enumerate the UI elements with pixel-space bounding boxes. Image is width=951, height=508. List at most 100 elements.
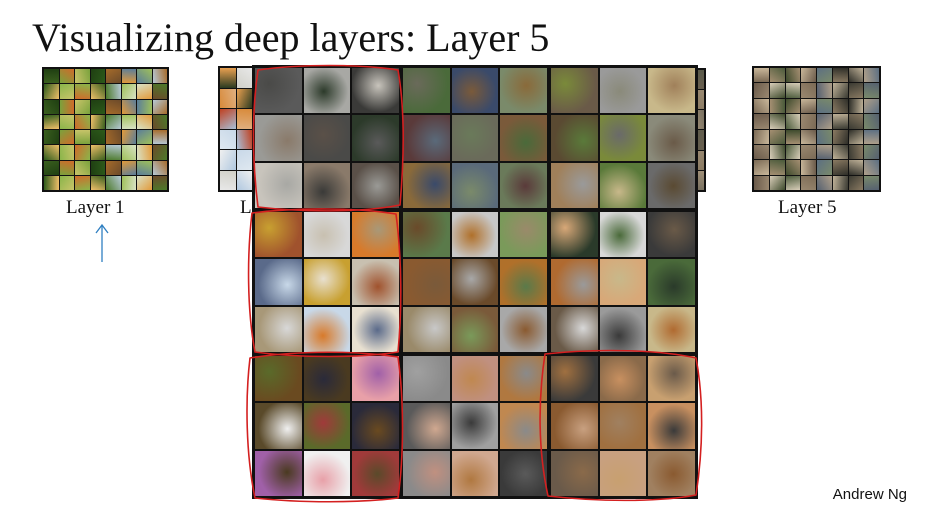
image-patch: [648, 450, 695, 496]
image-patch: [303, 450, 351, 496]
image-patch: [352, 259, 399, 305]
layer5-patch: [864, 83, 879, 98]
layer1-patch: [44, 69, 59, 84]
layer1-patch: [137, 114, 152, 129]
image-patch: [551, 403, 598, 449]
layer5-patch: [817, 114, 832, 129]
layer1-patch: [44, 114, 59, 129]
layer1-patch: [90, 175, 105, 190]
image-patch: [451, 115, 499, 161]
layer5-feature-grid: [752, 66, 881, 192]
hidden-layer-patch: [236, 129, 252, 149]
layer5-patch: [754, 83, 769, 98]
layer1-patch: [106, 175, 121, 190]
image-patch: [255, 306, 302, 352]
layer5-patch: [817, 83, 832, 98]
layer1-patch: [152, 114, 167, 129]
layer1-patch: [106, 114, 121, 129]
hidden-layer-patch: [694, 150, 704, 170]
image-patch: [648, 162, 695, 208]
hidden-layer-caption: L: [240, 197, 252, 218]
layer5-patch: [817, 98, 832, 114]
hidden-layer-patch: [236, 150, 252, 170]
layer1-patch: [90, 145, 105, 160]
image-patch: [551, 306, 598, 352]
up-arrow-icon: [95, 223, 109, 262]
image-patch: [255, 115, 302, 161]
image-patch: [551, 115, 598, 161]
image-patch: [255, 162, 302, 208]
layer5-patch: [801, 175, 816, 190]
layer1-patch: [152, 130, 167, 145]
image-patch: [500, 115, 547, 161]
image-patch: [599, 212, 647, 258]
layer5-patch: [848, 129, 864, 144]
image-patch: [303, 259, 351, 305]
image-patch: [551, 259, 598, 305]
hidden-layer-patch: [694, 110, 704, 130]
layer5-patch: [817, 175, 832, 190]
layer1-patch: [137, 130, 152, 145]
layer1-patch: [121, 130, 136, 145]
layer5-patch: [785, 98, 801, 114]
layer1-patch: [59, 69, 74, 84]
hidden-layer-patch: [220, 68, 236, 88]
layer5-patch: [769, 160, 785, 175]
image-patch: [599, 306, 647, 352]
layer1-patch: [90, 69, 105, 84]
image-patch: [303, 403, 351, 449]
image-patch: [451, 403, 499, 449]
image-patch: [451, 212, 499, 258]
layer5-patch: [801, 160, 816, 175]
patch-block: [403, 68, 547, 208]
layer1-patch: [152, 99, 167, 114]
layer1-patch: [121, 175, 136, 190]
image-patch: [500, 306, 547, 352]
image-patch: [403, 403, 450, 449]
layer5-patch: [848, 98, 864, 114]
image-patch: [255, 68, 302, 114]
image-patch: [352, 68, 399, 114]
image-patch: [255, 356, 302, 402]
layer5-patch: [801, 68, 816, 83]
layer5-patch: [801, 83, 816, 98]
layer1-patch: [106, 130, 121, 145]
layer1-patch: [121, 160, 136, 175]
image-patch: [551, 450, 598, 496]
layer5-patch: [801, 129, 816, 144]
layer1-patch: [44, 175, 59, 190]
layer1-patch: [137, 69, 152, 84]
hidden-layer-patch: [236, 109, 252, 129]
image-patch: [599, 68, 647, 114]
layer1-patch: [137, 84, 152, 99]
hidden-layer-patch: [220, 170, 236, 190]
image-patch: [403, 356, 450, 402]
layer5-patch: [801, 114, 816, 129]
image-patch: [303, 306, 351, 352]
image-patch: [599, 259, 647, 305]
image-patch: [500, 403, 547, 449]
image-patch: [255, 212, 302, 258]
layer5-patch: [832, 175, 848, 190]
image-patch: [403, 115, 450, 161]
layer1-patch: [152, 160, 167, 175]
image-patch: [648, 403, 695, 449]
image-patch: [648, 68, 695, 114]
author-credit: Andrew Ng: [832, 486, 907, 503]
layer1-patch: [59, 84, 74, 99]
layer1-patch: [59, 175, 74, 190]
layer1-patch: [75, 99, 90, 114]
layer1-patch: [59, 160, 74, 175]
image-patch: [451, 68, 499, 114]
layer1-patch: [152, 84, 167, 99]
hidden-layer-patch: [694, 170, 704, 190]
layer5-patch: [848, 83, 864, 98]
hidden-layer-patch: [694, 90, 704, 110]
layer1-patch: [44, 84, 59, 99]
layer5-patch: [817, 129, 832, 144]
hidden-layer-patch: [220, 88, 236, 108]
layer5-patch: [785, 114, 801, 129]
layer1-patch: [152, 175, 167, 190]
image-patch: [500, 356, 547, 402]
